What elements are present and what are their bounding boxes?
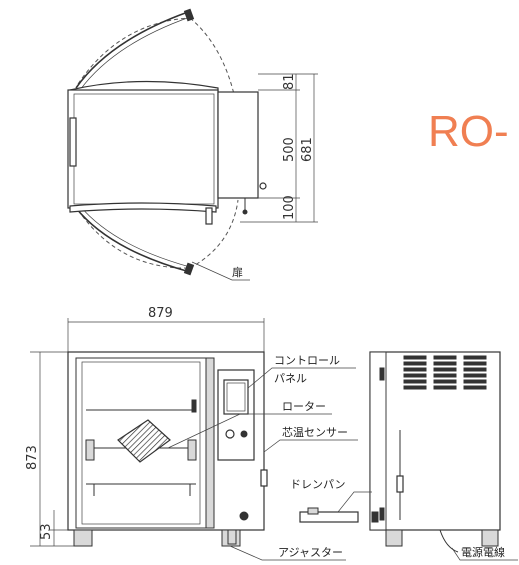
- dim-width: 879: [148, 306, 173, 321]
- dim-leg-height: 53: [39, 523, 54, 540]
- open-door-top-inner: [79, 16, 191, 91]
- rotor-leader: [167, 413, 332, 449]
- drain-pan-clip: [371, 511, 379, 523]
- top-body-hinge: [69, 117, 77, 167]
- drain-pan-label: ドレンパン: [290, 478, 346, 491]
- top-flange: [69, 80, 219, 93]
- core-temp-probe: [260, 469, 268, 487]
- front-door-jamb: [205, 357, 215, 529]
- bottom-flange: [69, 202, 217, 213]
- side-view: ドレンパン 電源電線: [290, 351, 518, 561]
- side-cabinet: [369, 351, 501, 531]
- side-probe: [396, 475, 404, 493]
- power-cord: [439, 529, 459, 553]
- rotor-bracket: [191, 399, 197, 413]
- control-panel-leader: [247, 367, 356, 389]
- top-drain-cap: [242, 209, 248, 215]
- control-knob-left: [225, 429, 235, 439]
- adjuster-label: アジャスター: [278, 546, 343, 559]
- open-door-bottom-inner: [79, 205, 191, 268]
- drain-pan-lip: [307, 507, 319, 515]
- top-rear-box: [217, 91, 259, 199]
- door-leader: [191, 261, 250, 281]
- power-cord-label: 電源電線: [461, 545, 505, 559]
- door-label: 扉: [232, 266, 243, 279]
- top-view: 扉 81 500 681 100: [67, 8, 318, 281]
- control-panel-label-2: パネル: [274, 372, 307, 385]
- dim-body-depth: 500: [282, 137, 297, 162]
- model-label: RO-: [428, 107, 509, 156]
- front-foot-left: [73, 529, 93, 547]
- front-drain-valve: [239, 511, 249, 521]
- control-panel-screen-inner: [226, 382, 246, 412]
- drain-pan-leader: [337, 491, 372, 513]
- core-temp-label: 芯温センサー: [282, 425, 348, 439]
- rotor-label: ローター: [282, 400, 326, 413]
- power-cord-leader: [451, 547, 518, 561]
- top-rear-fitting: [259, 182, 267, 190]
- adjuster-leader: [229, 545, 346, 561]
- bottom-foot: [205, 207, 213, 225]
- adjuster-foot: [227, 529, 237, 545]
- control-panel-screen: [223, 379, 249, 415]
- rotor-basket: [117, 419, 171, 463]
- core-temp-leader: [263, 439, 358, 453]
- door-handle-bottom: [183, 262, 195, 276]
- drain-pan-body: [299, 511, 359, 523]
- control-panel-label-1: コントロール: [274, 354, 340, 367]
- door-handle-top: [183, 8, 195, 22]
- dim-total-depth: 681: [300, 137, 315, 162]
- dim-height: 873: [25, 445, 40, 470]
- door-swing-arc-bottom-right: [189, 199, 239, 269]
- side-foot-left: [385, 529, 403, 547]
- control-knob-right: [240, 430, 248, 438]
- side-hinge-top: [379, 367, 385, 381]
- side-vents: [403, 355, 487, 390]
- open-door-bottom-outer: [75, 207, 191, 273]
- door-swing-arc-bottom-left: [77, 209, 191, 269]
- dim-bottom-flange-depth: 100: [282, 195, 297, 220]
- top-body-outer: [67, 89, 219, 209]
- open-door-top-outer: [75, 11, 189, 89]
- side-foot-right: [481, 529, 499, 547]
- dim-top-flange-depth: 81: [282, 73, 297, 90]
- rotor-right-hub: [187, 439, 197, 461]
- side-hinge-bottom: [379, 507, 385, 521]
- door-swing-arc-top-left: [77, 17, 191, 85]
- rotor-left-hub: [85, 439, 95, 461]
- front-window-inner: [81, 361, 201, 525]
- front-view: 879 873 53: [25, 306, 358, 561]
